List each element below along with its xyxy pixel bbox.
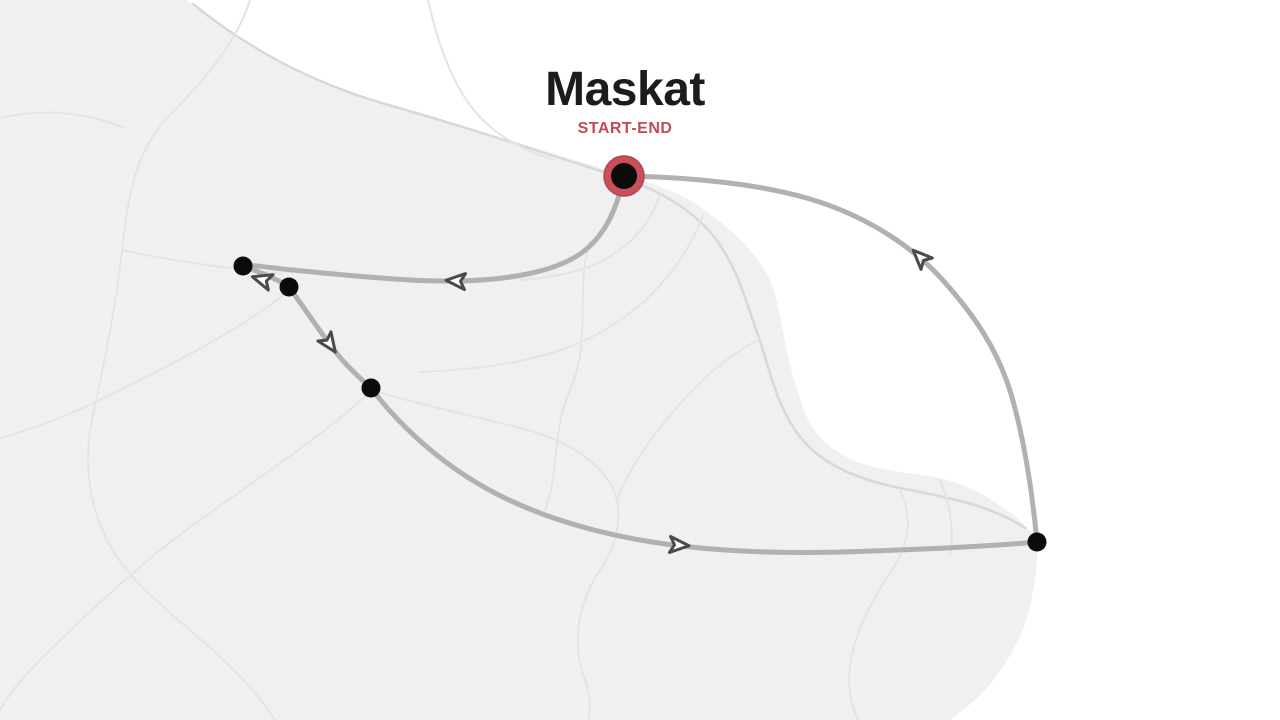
direction-arrow-icon [250, 273, 275, 292]
start-end-marker-core [611, 163, 637, 189]
coastal-highway [191, 2, 1027, 530]
waypoint-dot [279, 277, 299, 297]
stops-layer [233, 256, 1047, 552]
city-title: Maskat [545, 63, 705, 116]
waypoint-dot [233, 256, 253, 276]
route-subtitle: START-END [577, 120, 673, 137]
route-segment [368, 385, 1040, 555]
title-block: Maskat START-END [545, 66, 705, 138]
direction-arrow-icon [316, 330, 337, 354]
direction-arrow-icon [667, 534, 691, 554]
direction-arrow-icon [444, 272, 468, 292]
waypoint-dot [1027, 532, 1047, 552]
marker-layer [603, 155, 645, 197]
route-segment [621, 173, 1040, 545]
arrows-layer [250, 248, 934, 554]
land-oman [0, 0, 1038, 720]
waypoint-dot [361, 378, 381, 398]
background-roads [0, 0, 1027, 720]
direction-arrow-icon [911, 248, 934, 271]
